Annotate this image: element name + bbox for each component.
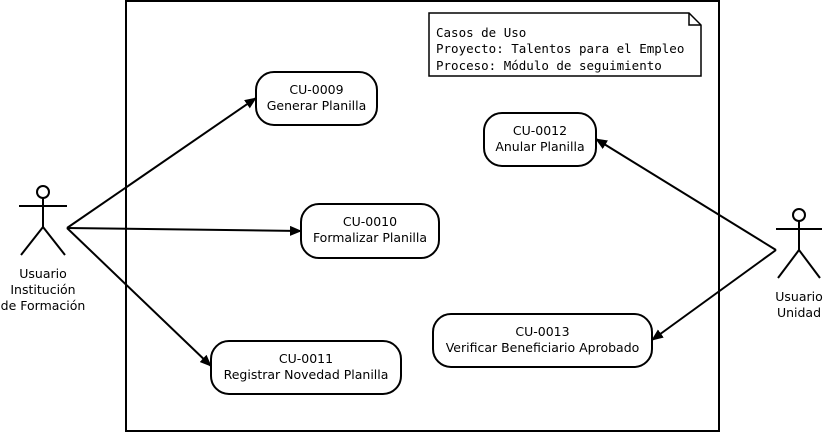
actor-usuario-unidad[interactable]: Usuario Unidad bbox=[775, 208, 823, 320]
use-case-name: Generar Planilla bbox=[267, 98, 367, 113]
use-case-name: Registrar Novedad Planilla bbox=[224, 367, 389, 382]
actor-label-line-1: Usuario bbox=[19, 266, 67, 281]
use-case-cu0009[interactable]: CU-0009 Generar Planilla bbox=[255, 71, 378, 126]
stick-figure-icon bbox=[776, 208, 822, 279]
stick-figure-icon bbox=[19, 185, 67, 256]
diagram-note: Casos de Uso Proyecto: Talentos para el … bbox=[428, 12, 702, 77]
use-case-cu0010[interactable]: CU-0010 Formalizar Planilla bbox=[300, 203, 440, 259]
use-case-id: CU-0012 bbox=[513, 123, 567, 138]
note-line-2: Proyecto: Talentos para el Empleo bbox=[436, 41, 684, 56]
actor-usuario-institucion[interactable]: Usuario Institución de Formación bbox=[1, 185, 86, 313]
association-cu0010 bbox=[66, 225, 302, 236]
use-case-cu0012[interactable]: CU-0012 Anular Planilla bbox=[483, 112, 597, 167]
association-cu0013 bbox=[651, 249, 777, 341]
use-case-cu0013[interactable]: CU-0013 Verificar Beneficiario Aprobado bbox=[432, 313, 653, 368]
use-case-id: CU-0011 bbox=[279, 351, 333, 366]
use-case-name: Formalizar Planilla bbox=[313, 230, 427, 245]
association-cu0009 bbox=[66, 97, 257, 229]
use-case-name: Anular Planilla bbox=[495, 139, 584, 154]
use-case-cu0011[interactable]: CU-0011 Registrar Novedad Planilla bbox=[210, 340, 402, 395]
actor-label-line-1: Usuario bbox=[775, 289, 823, 304]
actor-label-line-3: de Formación bbox=[1, 298, 86, 313]
use-case-id: CU-0013 bbox=[515, 324, 569, 339]
association-cu0012 bbox=[595, 138, 777, 251]
actor-label-line-2: Unidad bbox=[777, 305, 821, 320]
use-case-id: CU-0009 bbox=[289, 82, 343, 97]
actor-label-line-2: Institución bbox=[10, 282, 75, 297]
association-cu0011 bbox=[66, 227, 212, 367]
use-case-name: Verificar Beneficiario Aprobado bbox=[446, 340, 640, 355]
note-line-3: Proceso: Módulo de seguimiento bbox=[436, 58, 662, 73]
note-line-1: Casos de Uso bbox=[436, 25, 526, 40]
use-case-id: CU-0010 bbox=[343, 214, 397, 229]
